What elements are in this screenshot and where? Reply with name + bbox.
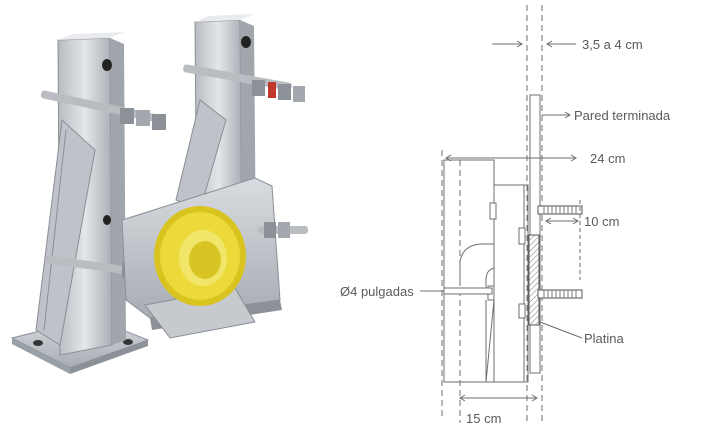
depth-label: 24 cm (590, 151, 625, 166)
bracket-side (493, 184, 529, 383)
wall-label: Pared terminada (574, 108, 671, 123)
finished-wall (529, 94, 541, 374)
flange-ring (154, 206, 246, 306)
plate-label: Platina (584, 331, 625, 346)
rod-length-label: 10 cm (584, 214, 619, 229)
technical-drawing (420, 5, 583, 423)
base-width-label: 15 cm (466, 411, 501, 423)
platina (528, 234, 540, 326)
bracket-photo (10, 14, 308, 374)
gap-label: 3,5 a 4 cm (582, 37, 643, 52)
pipe-diameter-label: Ø4 pulgadas (340, 284, 414, 299)
